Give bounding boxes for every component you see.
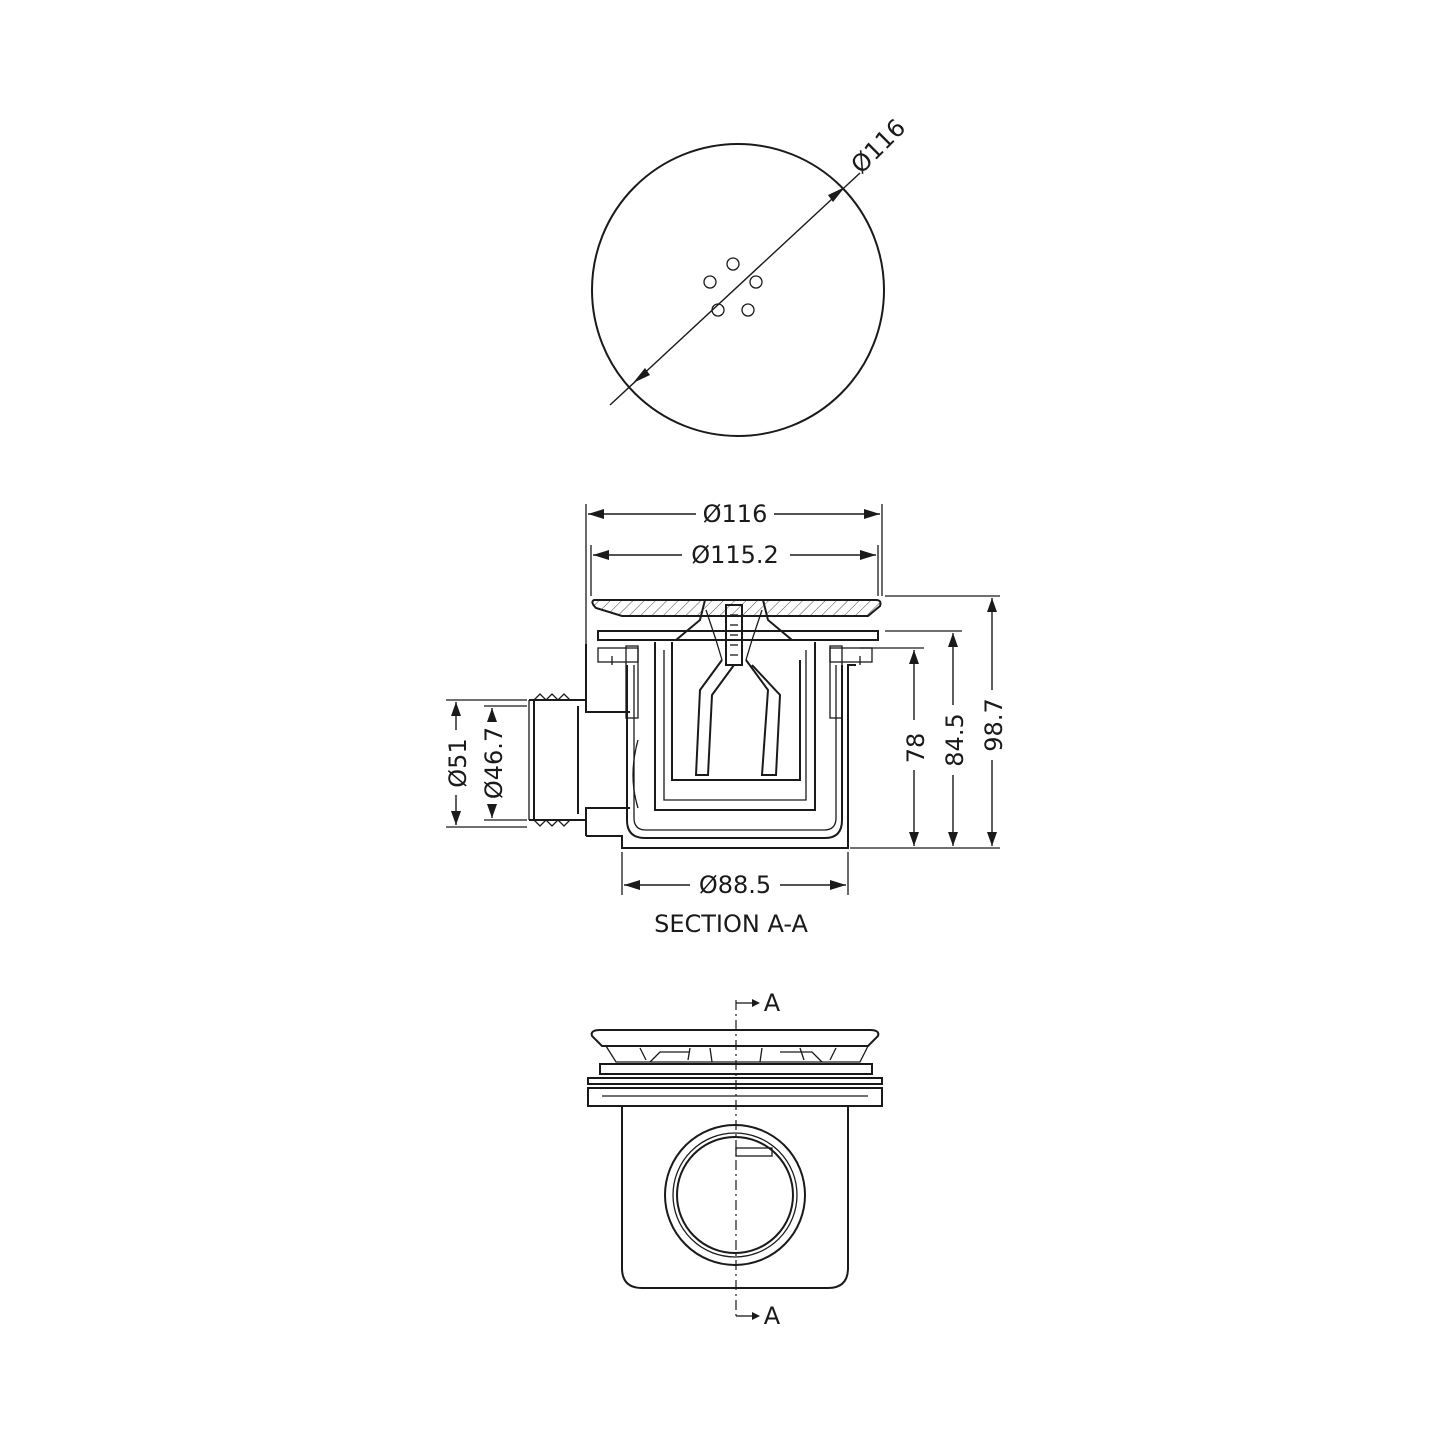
side-grate: [605, 1045, 869, 1063]
section-marker-top: A: [764, 989, 781, 1017]
section-marker-bottom: A: [764, 1302, 781, 1330]
side-cover: [590, 1029, 880, 1047]
dim-outer-diameter-label: Ø116: [703, 500, 768, 528]
dim-height-78-label: 78: [902, 733, 930, 764]
body-flange: [597, 599, 879, 665]
section-title: SECTION A-A: [654, 910, 808, 938]
top-diameter-dimension: [609, 172, 861, 406]
side-flange: [587, 1063, 883, 1107]
grate-outline: [591, 143, 885, 437]
top-diameter-label: Ø116: [846, 114, 912, 180]
dim-height-78: [909, 650, 919, 846]
dim-height-98-7: [987, 598, 997, 846]
side-outlet-inner: [676, 1136, 794, 1254]
dim-outlet-outer-label: Ø51: [444, 738, 472, 787]
outlet-thread: [533, 693, 571, 827]
body-inner-wall: [626, 665, 843, 839]
dim-cover-diameter: [593, 550, 876, 560]
section-view: Ø116 Ø115.2: [444, 500, 1008, 938]
thread-left: [625, 645, 639, 719]
top-view: Ø116: [591, 114, 912, 437]
dim-outlet-inner: [487, 708, 497, 818]
side-body: [621, 1106, 849, 1289]
thread-right: [829, 645, 843, 719]
drain-holes: [703, 257, 763, 317]
center-stem: [694, 604, 782, 776]
dim-height-84-5-label: 84.5: [941, 713, 969, 766]
dim-outlet-inner-label: Ø46.7: [480, 727, 508, 799]
dim-height-98-7-label: 98.7: [980, 698, 1008, 751]
grate-cover: [591, 599, 882, 617]
side-outlet-outer: [664, 1124, 806, 1266]
dim-cover-diameter-label: Ø115.2: [691, 541, 779, 569]
dim-outer-diameter: [588, 509, 880, 519]
dim-outlet-outer: [451, 702, 461, 825]
dim-height-84-5: [948, 633, 958, 846]
body-outline: [585, 644, 856, 849]
dim-base-diameter-label: Ø88.5: [699, 871, 771, 899]
side-view: A A: [587, 989, 883, 1330]
trap-cup: [654, 642, 816, 811]
outlet-pipe: [528, 693, 639, 827]
dim-base-diameter: [624, 880, 846, 890]
